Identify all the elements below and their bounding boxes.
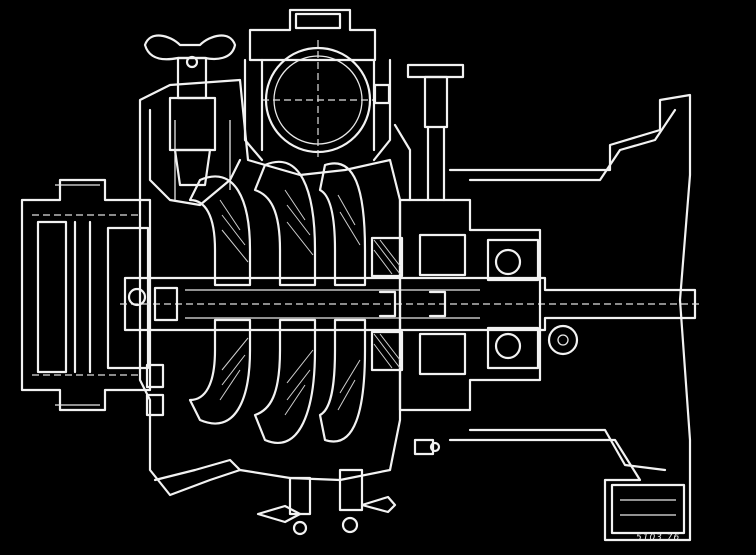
impeller-stage-1: [188, 175, 252, 425]
drain-valve-left: [256, 476, 312, 536]
impeller-stage-3: [318, 162, 367, 443]
main-shaft: [120, 276, 700, 332]
drawing-reference-number: 5103 76: [636, 533, 681, 543]
pump-casing: [138, 78, 402, 497]
inlet-nozzle: [243, 8, 392, 162]
upper-stud: [393, 63, 465, 202]
right-motor-bracket: [448, 93, 692, 542]
top-valve-handle: [143, 34, 237, 187]
drain-valve-right: [338, 468, 397, 534]
left-coupling-housing: [20, 178, 152, 412]
bolts: [145, 83, 441, 456]
impeller-stage-2: [253, 160, 317, 444]
bearing-housing: [370, 198, 542, 412]
